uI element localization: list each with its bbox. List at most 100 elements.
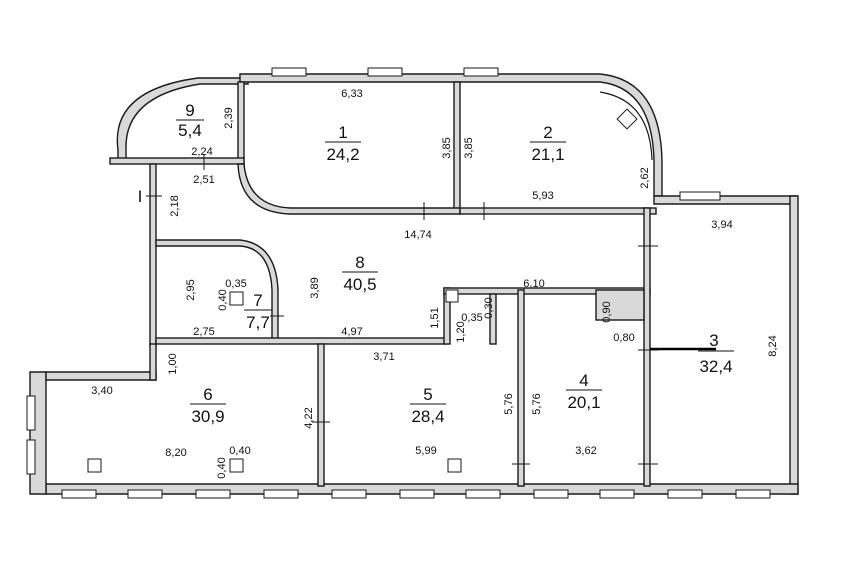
dimension: 4,97: [341, 326, 362, 338]
partition: [155, 337, 447, 345]
dimension: 2,51: [193, 174, 214, 186]
room-label-3: 3 32,4: [698, 331, 734, 376]
room1-curve-wall: [237, 163, 461, 215]
room-label-7: 7 7,7: [244, 291, 272, 332]
room-number: 4: [579, 371, 588, 390]
dimension: 0,90: [601, 301, 613, 322]
interior-walls: [109, 81, 657, 487]
window: [367, 67, 403, 77]
room-area: 32,4: [699, 357, 732, 376]
ventilation-markers: [87, 108, 638, 473]
dimension: 5,99: [415, 445, 436, 457]
dimension: 1,51: [429, 307, 441, 328]
dimension: 0,80: [613, 332, 634, 344]
right-top-wall: [653, 195, 797, 205]
room-label-8: 8 40,5: [342, 253, 378, 294]
partition: [149, 343, 157, 381]
room-area: 30,9: [191, 407, 224, 426]
dimension: 2,62: [639, 167, 651, 188]
dimension: 2,39: [223, 107, 235, 128]
room-number: 1: [338, 123, 347, 142]
room6-top-wall: [45, 371, 157, 381]
vent-square: [87, 458, 102, 473]
exterior-walls: [29, 73, 799, 495]
door-ticks: [146, 154, 658, 465]
room-area: 20,1: [567, 393, 600, 412]
window: [533, 489, 569, 499]
dimension: 3,85: [463, 137, 475, 158]
partition: [459, 207, 657, 215]
dimension: 0,30: [483, 297, 495, 318]
dimension: 3,89: [309, 277, 321, 298]
partition: [643, 207, 651, 487]
vent-square: [616, 108, 638, 130]
room-number: 9: [185, 101, 194, 120]
dimension: 5,76: [503, 393, 515, 414]
room-area: 28,4: [411, 407, 444, 426]
room-number: 3: [709, 331, 718, 350]
partition: [109, 157, 245, 165]
dimension: 6,33: [341, 88, 362, 100]
dimension: 6,10: [523, 278, 544, 290]
window: [667, 489, 703, 499]
window: [465, 489, 501, 499]
dimension: 2,24: [191, 146, 212, 158]
dimension: 0,40: [216, 457, 228, 478]
dimension: 1,20: [455, 321, 467, 342]
dimension: 0,35: [461, 312, 482, 324]
window: [263, 489, 299, 499]
dimension: 5,76: [531, 393, 543, 414]
dimension: 0,40: [217, 289, 229, 310]
room-label-6: 6 30,9: [190, 385, 226, 426]
dimension: 3,71: [373, 351, 394, 363]
room-label-1: 1 24,2: [325, 123, 361, 164]
window: [599, 489, 635, 499]
room2-curve: [599, 91, 653, 161]
room-label-5: 5 28,4: [410, 385, 446, 426]
windows: [26, 67, 771, 499]
window: [26, 395, 36, 431]
partition: [149, 163, 157, 347]
room-area: 40,5: [343, 275, 376, 294]
room-label-2: 2 21,1: [530, 123, 566, 164]
vent-square: [447, 458, 462, 473]
dimension: 3,85: [441, 137, 453, 158]
room-label-4: 4 20,1: [566, 371, 602, 412]
room-number: 8: [355, 253, 364, 272]
room-number: 5: [423, 385, 432, 404]
window: [26, 439, 36, 475]
window: [399, 489, 435, 499]
room-area: 5,4: [178, 121, 202, 140]
dimension: 8,20: [165, 447, 186, 459]
room-area: 24,2: [326, 145, 359, 164]
room-label-9: 9 5,4: [176, 101, 204, 140]
partition: [317, 343, 325, 487]
dimension: 2,95: [185, 279, 197, 300]
room-number: 6: [203, 385, 212, 404]
section-marker: I: [138, 187, 143, 206]
window: [195, 489, 231, 499]
window: [463, 67, 499, 77]
vent-square: [229, 458, 244, 473]
room-area: 21,1: [531, 145, 564, 164]
window: [679, 191, 721, 201]
room-labels: 9 5,4 1 24,2 2 21,1 8 40,5 7 7,7 3 32,4: [176, 101, 734, 426]
window: [331, 489, 367, 499]
window: [271, 67, 307, 77]
top-wall-main: [239, 73, 663, 197]
partition: [595, 289, 645, 321]
dimension: 3,62: [575, 445, 596, 457]
window: [735, 489, 771, 499]
vent-square: [445, 289, 459, 303]
partition: [517, 289, 525, 487]
partition: [237, 81, 245, 165]
partition: [453, 81, 461, 211]
dimension: 0,35: [225, 278, 246, 290]
dimension: 3,94: [711, 219, 732, 231]
window: [127, 489, 163, 499]
room-number: 2: [543, 123, 552, 142]
vent-square: [229, 291, 244, 306]
dimension: 1,00: [167, 353, 179, 374]
room-area: 7,7: [246, 313, 270, 332]
